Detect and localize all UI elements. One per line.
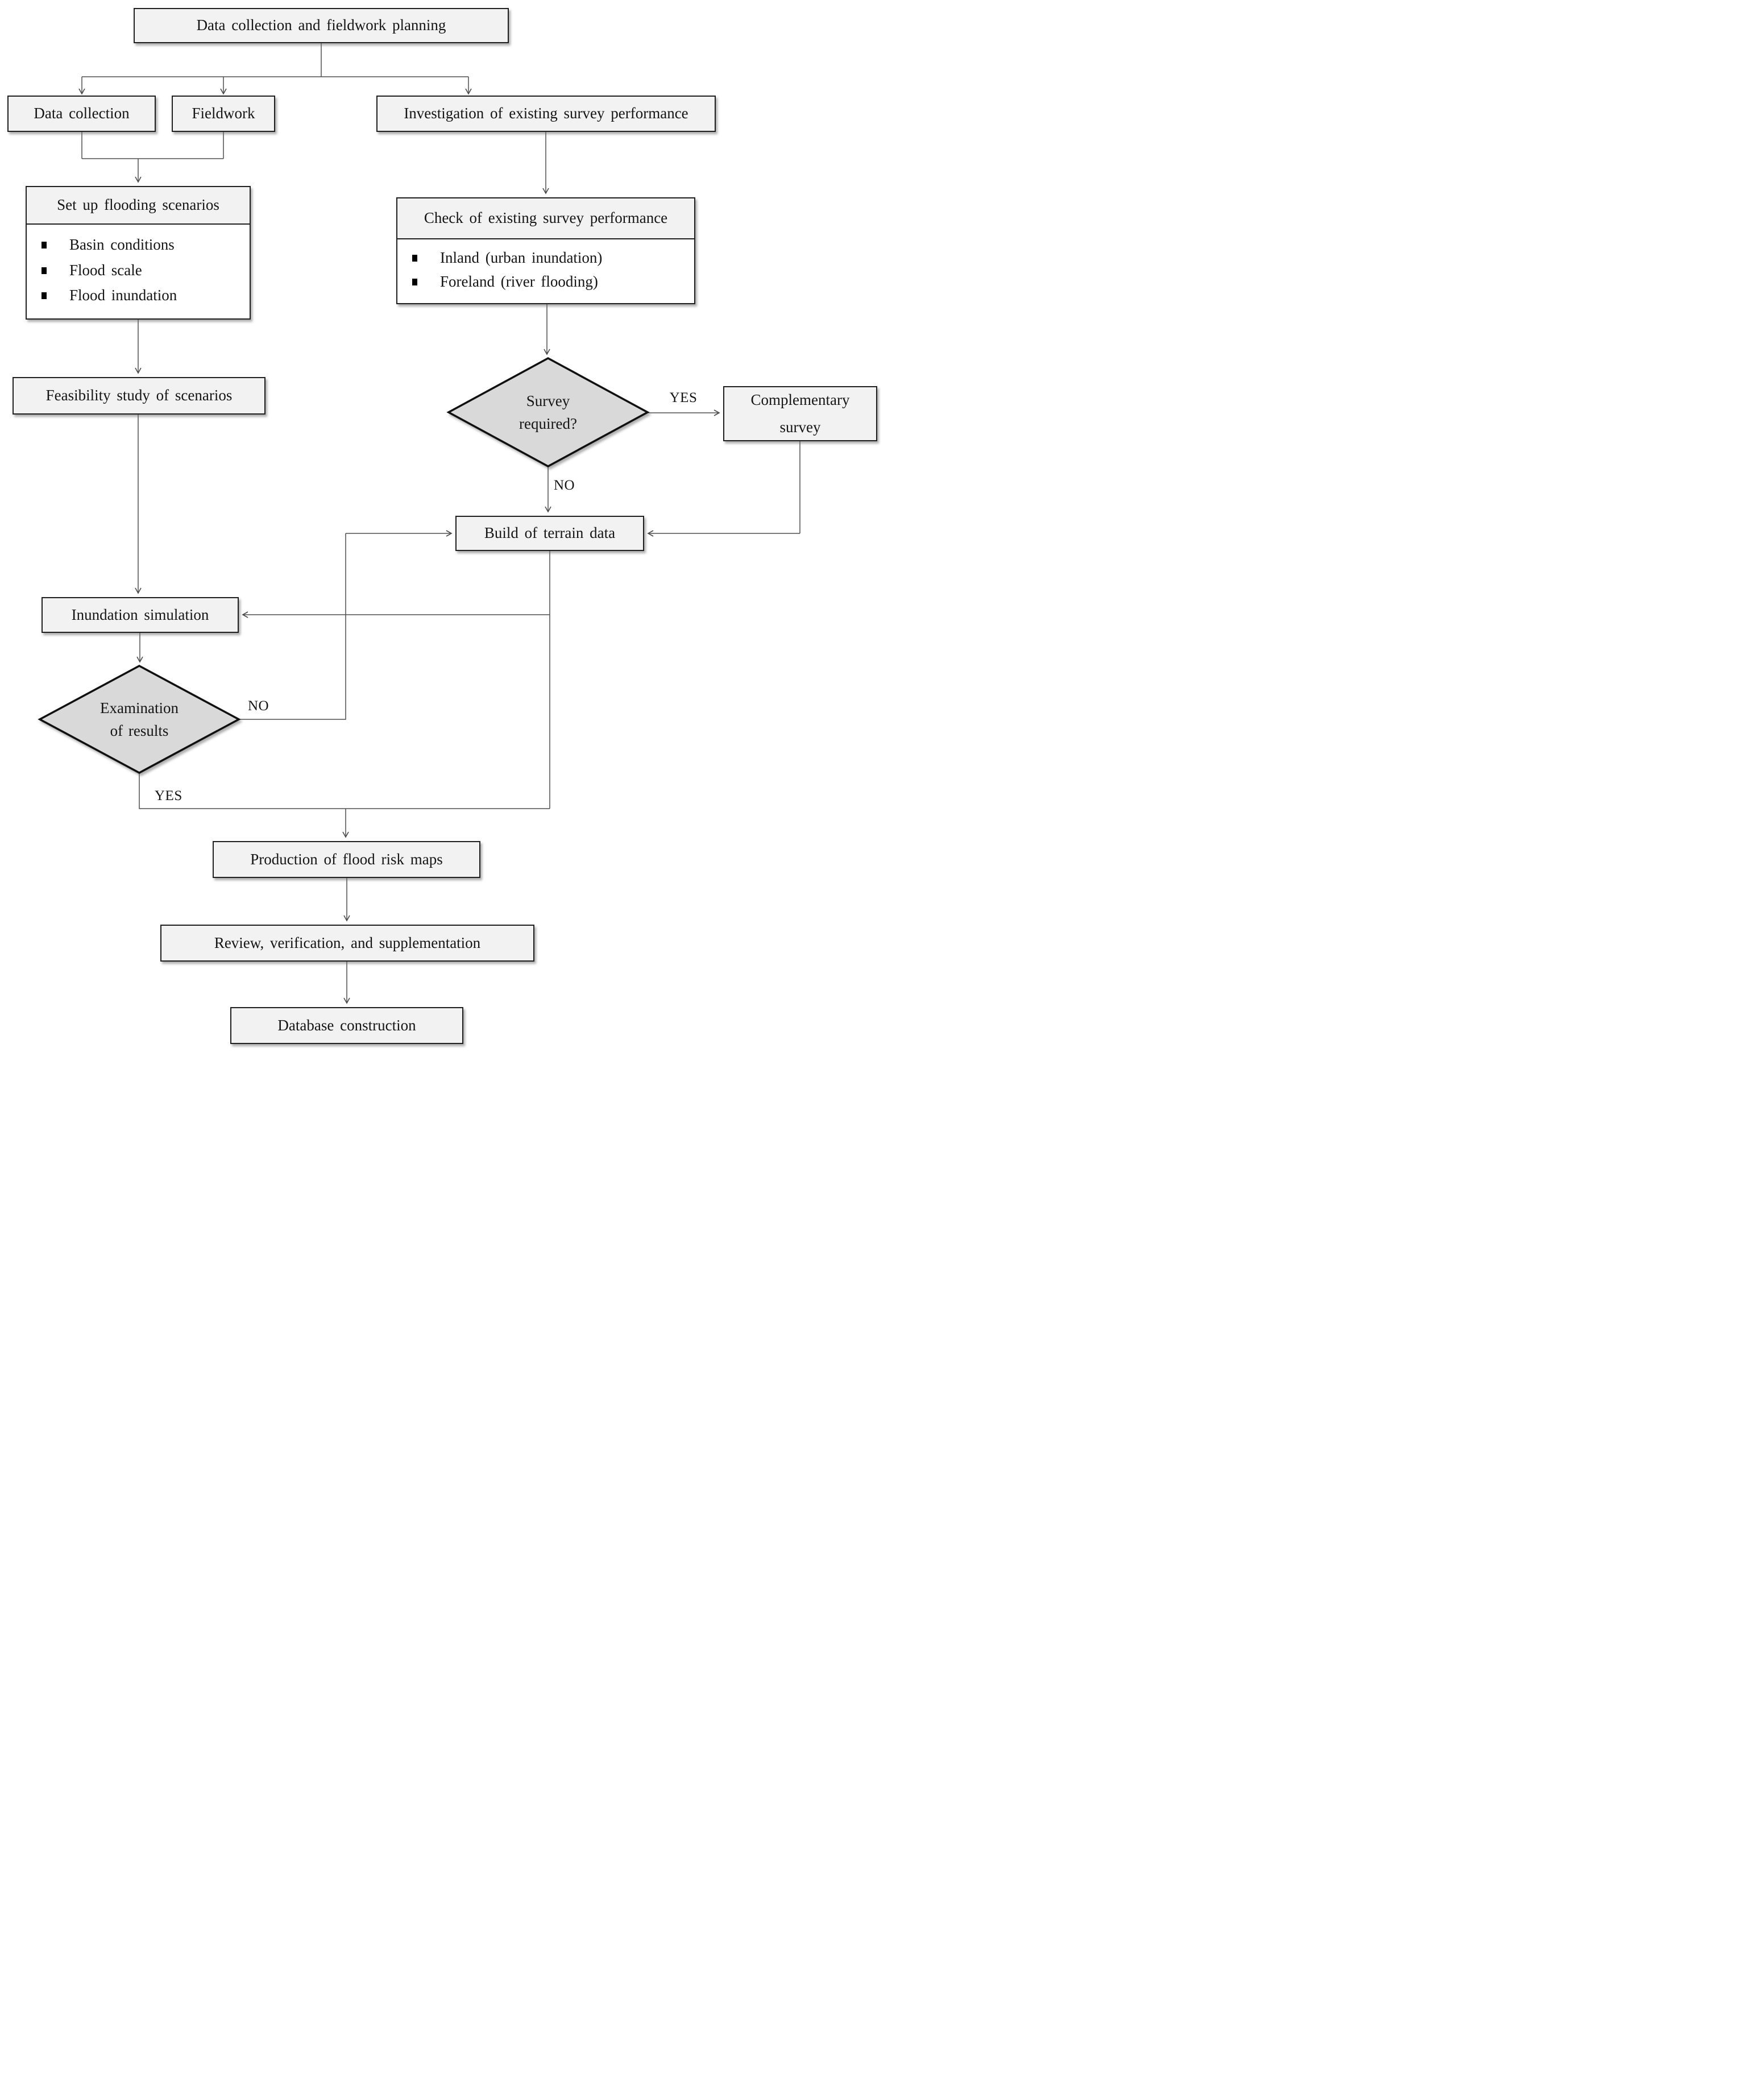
edge-exam-yes-bar <box>139 773 550 809</box>
edge-label-exam-yes: YES <box>155 788 182 803</box>
node-investigation: Investigation of existing survey perform… <box>376 96 716 132</box>
bullet-square-icon <box>42 292 47 300</box>
decision-label-line: of results <box>110 722 169 739</box>
list-item: Basin conditions <box>31 235 245 255</box>
node-production-maps: Production of flood risk maps <box>213 841 480 878</box>
node-label-line: survey <box>779 418 821 436</box>
node-data-collection: Data collection <box>7 96 156 132</box>
node-setup-scenarios: Set up flooding scenarios Basin conditio… <box>26 186 251 320</box>
list-item: Foreland (river flooding) <box>402 272 690 292</box>
setup-scenarios-header: Set up flooding scenarios <box>27 187 250 225</box>
edge-label-exam-no: NO <box>248 698 269 714</box>
decision-survey-required: Survey required? <box>449 358 648 466</box>
list-item-label: Flood scale <box>69 261 142 279</box>
bullet-square-icon <box>412 278 417 285</box>
edge-exam-no-loop <box>239 533 346 720</box>
node-feasibility: Feasibility study of scenarios <box>13 377 266 415</box>
decision-label-line: Survey <box>526 392 570 409</box>
decision-label-line: required? <box>519 415 577 432</box>
list-item-label: Basin conditions <box>69 235 175 253</box>
setup-scenarios-list: Basin conditions Flood scale Flood inund… <box>27 225 250 318</box>
edge-label-survey-yes: YES <box>669 390 698 405</box>
list-item: Flood scale <box>31 261 245 280</box>
node-fieldwork: Fieldwork <box>172 96 275 132</box>
diamond-examination-shape <box>38 665 241 774</box>
node-review: Review, verification, and supplementatio… <box>160 925 534 962</box>
connector-layer <box>38 43 800 1004</box>
node-check-survey: Check of existing survey performance Inl… <box>396 197 695 304</box>
list-item-label: Foreland (river flooding) <box>440 273 598 291</box>
check-survey-header: Check of existing survey performance <box>397 198 694 239</box>
node-label-line: Complementary <box>750 391 850 409</box>
list-item: Flood inundation <box>31 286 245 305</box>
node-inundation-simulation: Inundation simulation <box>42 597 239 633</box>
check-survey-list: Inland (urban inundation) Foreland (rive… <box>397 239 694 303</box>
list-item-label: Inland (urban inundation) <box>440 249 603 267</box>
decision-label-line: Examination <box>100 699 179 716</box>
edge-label-survey-no: NO <box>554 478 575 493</box>
node-database: Database construction <box>230 1007 463 1044</box>
node-planning: Data collection and fieldwork planning <box>134 8 509 43</box>
node-build-terrain: Build of terrain data <box>455 516 644 551</box>
bullet-square-icon <box>412 255 417 262</box>
list-item-label: Flood inundation <box>69 287 177 304</box>
bullet-square-icon <box>42 267 47 274</box>
bullet-square-icon <box>42 241 47 248</box>
decision-examination: Examination of results <box>40 666 239 773</box>
flowchart-canvas: Data collection and fieldwork planning D… <box>0 0 881 1050</box>
diamond-survey-required-shape <box>446 357 650 467</box>
node-complementary-survey: Complementary survey <box>723 386 877 441</box>
list-item: Inland (urban inundation) <box>402 248 690 268</box>
